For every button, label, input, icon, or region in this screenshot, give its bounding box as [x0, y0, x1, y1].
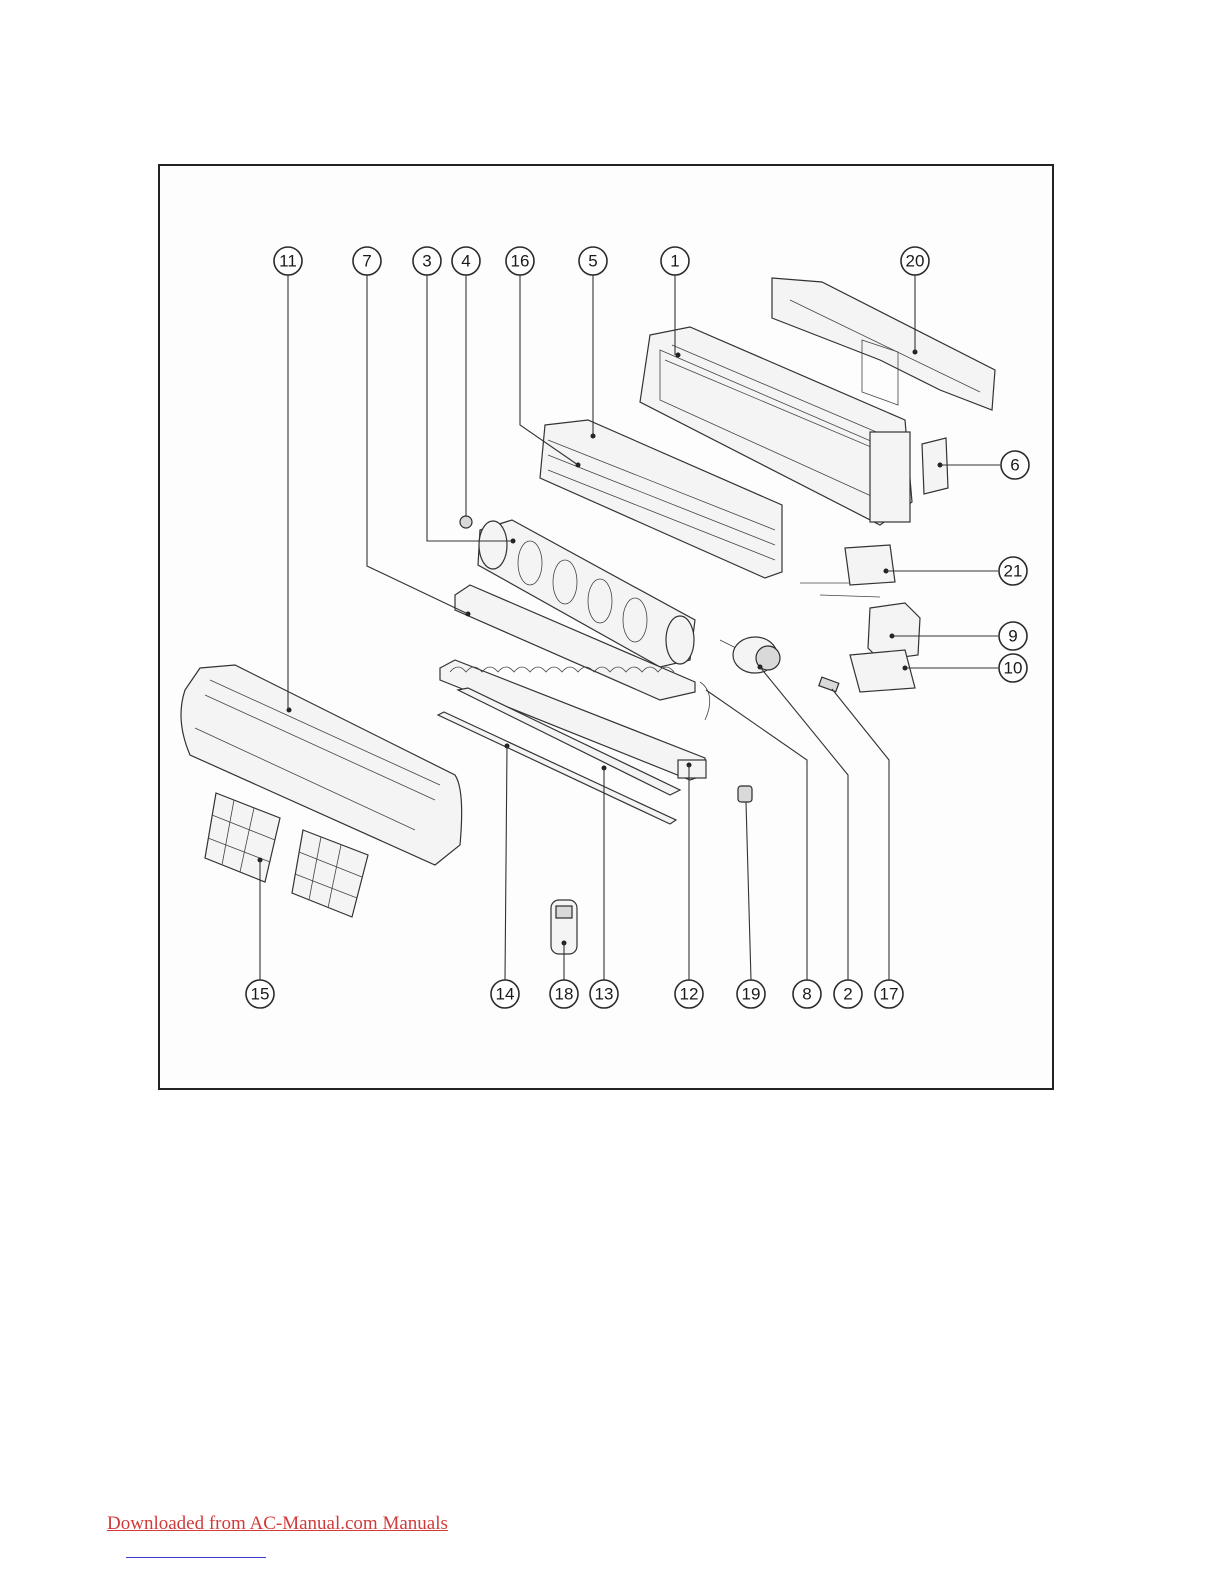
callout-5-text: 5	[588, 252, 597, 271]
callout-20-text: 20	[906, 252, 925, 271]
part-small-cover	[922, 438, 948, 494]
exploded-view-drawing: 11 7 3 4 16 5 1 20 6 21 9 10 15 14 18 13…	[0, 0, 1224, 1100]
callout-1-text: 1	[670, 252, 679, 271]
callout-4-text: 4	[461, 252, 470, 271]
callout-2-text: 2	[843, 985, 852, 1004]
callout-12: 12	[675, 980, 703, 1008]
callout-13-text: 13	[595, 985, 614, 1004]
part-electrical-box	[850, 603, 920, 692]
callout-8: 8	[793, 980, 821, 1008]
callout-11: 11	[274, 247, 302, 275]
callout-17-text: 17	[880, 985, 899, 1004]
callout-14-text: 14	[496, 985, 515, 1004]
callout-20: 20	[901, 247, 929, 275]
callout-8-text: 8	[802, 985, 811, 1004]
callout-21-text: 21	[1004, 562, 1023, 581]
callout-15: 15	[246, 980, 274, 1008]
part-sensor	[819, 677, 839, 692]
callout-17: 17	[875, 980, 903, 1008]
footer-underline-rule	[126, 1557, 266, 1558]
callout-9-text: 9	[1008, 627, 1017, 646]
callout-16-text: 16	[511, 252, 530, 271]
part-guide-louver	[438, 712, 676, 824]
callout-16: 16	[506, 247, 534, 275]
callout-6: 6	[1001, 451, 1029, 479]
callout-18-text: 18	[555, 985, 574, 1004]
part-step-motor	[738, 786, 752, 802]
part-fan-motor	[720, 637, 780, 673]
callout-4: 4	[452, 247, 480, 275]
part-bearing	[460, 516, 472, 528]
callout-19-text: 19	[742, 985, 761, 1004]
callout-19: 19	[737, 980, 765, 1008]
callout-6-text: 6	[1010, 456, 1019, 475]
callout-3: 3	[413, 247, 441, 275]
callout-3-text: 3	[422, 252, 431, 271]
callout-13: 13	[590, 980, 618, 1008]
footer-download-link[interactable]: Downloaded from AC-Manual.com Manuals	[107, 1513, 448, 1535]
callout-7: 7	[353, 247, 381, 275]
callout-21: 21	[999, 557, 1027, 585]
callout-7-text: 7	[362, 252, 371, 271]
part-control-board	[800, 545, 895, 597]
callout-14: 14	[491, 980, 519, 1008]
callout-12-text: 12	[680, 985, 699, 1004]
callout-11-text: 11	[279, 252, 297, 271]
callout-18: 18	[550, 980, 578, 1008]
callout-10-text: 10	[1004, 659, 1023, 678]
callout-2: 2	[834, 980, 862, 1008]
callout-1: 1	[661, 247, 689, 275]
callout-15-text: 15	[251, 985, 270, 1004]
callout-10: 10	[999, 654, 1027, 682]
callout-9: 9	[999, 622, 1027, 650]
callout-5: 5	[579, 247, 607, 275]
part-drain-pipe	[700, 682, 710, 720]
